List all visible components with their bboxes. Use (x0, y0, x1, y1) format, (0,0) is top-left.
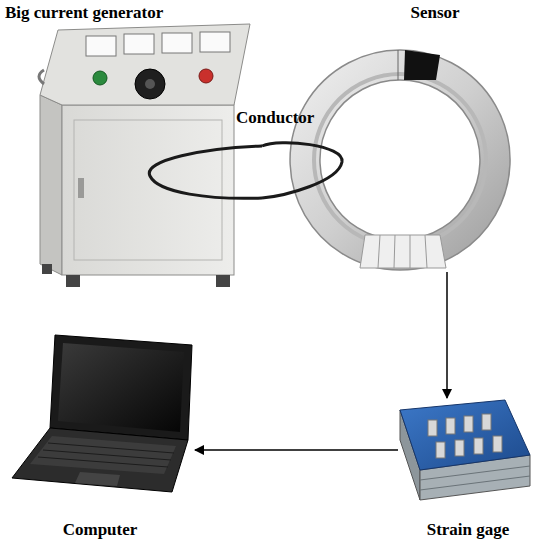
box-top (400, 400, 530, 470)
sensor-node: Sensor (290, 3, 515, 272)
cabinet-foot (42, 264, 52, 274)
connector (482, 414, 491, 430)
meter (86, 36, 116, 56)
generator-illustration (39, 24, 262, 287)
touchpad (75, 472, 120, 486)
laptop-screen (58, 343, 184, 432)
cabinet-front (62, 105, 234, 275)
control-panel (40, 24, 250, 105)
segment-line (410, 235, 411, 268)
connector (464, 416, 473, 432)
conductor-loop (262, 143, 342, 198)
computer-illustration (12, 335, 192, 492)
keyboard (30, 436, 176, 474)
laptop-base (12, 428, 188, 492)
connector (428, 420, 437, 436)
stop-button (199, 69, 213, 83)
connector (455, 440, 464, 456)
side-handle (39, 70, 44, 84)
conductor-wire (149, 146, 262, 198)
meter (162, 33, 192, 53)
ring-cut (398, 50, 399, 80)
node-label: Strain gage (398, 520, 538, 540)
segment-line (394, 235, 395, 268)
node-label: Sensor (375, 3, 495, 23)
cabinet-foot (216, 275, 230, 287)
strain-gage-node: Strain gage (398, 396, 538, 542)
signal-arrow (446, 272, 448, 398)
cabinet-door (74, 120, 222, 260)
start-button (93, 71, 107, 85)
knob-center (145, 79, 155, 89)
meter (124, 34, 154, 54)
ring-gap-block (404, 50, 440, 80)
computer-node: Computer (5, 330, 195, 542)
coil-segments (360, 235, 446, 268)
signal-arrow (195, 449, 398, 451)
connector (474, 438, 483, 454)
node-label: Computer (5, 520, 195, 540)
node-label: Big current generator (5, 3, 245, 23)
connector (446, 418, 455, 434)
segment-line (378, 235, 380, 268)
box-layer (420, 476, 530, 490)
generator-node: Big current generator (0, 3, 262, 295)
laptop-lid (50, 335, 192, 440)
edge-label: Conductor (236, 108, 314, 128)
cabinet-side (40, 95, 62, 275)
segment-line (425, 235, 427, 268)
sensor-illustration (290, 50, 510, 270)
cabinet-foot (66, 275, 80, 287)
key-row (38, 457, 168, 467)
connector (493, 436, 502, 452)
magnetic-ring (290, 50, 510, 270)
door-handle (78, 178, 84, 198)
strain-gage-illustration (400, 400, 530, 500)
meter (200, 32, 230, 52)
ring-inner-face (314, 74, 486, 246)
connector (436, 442, 445, 458)
control-knob (135, 69, 165, 99)
